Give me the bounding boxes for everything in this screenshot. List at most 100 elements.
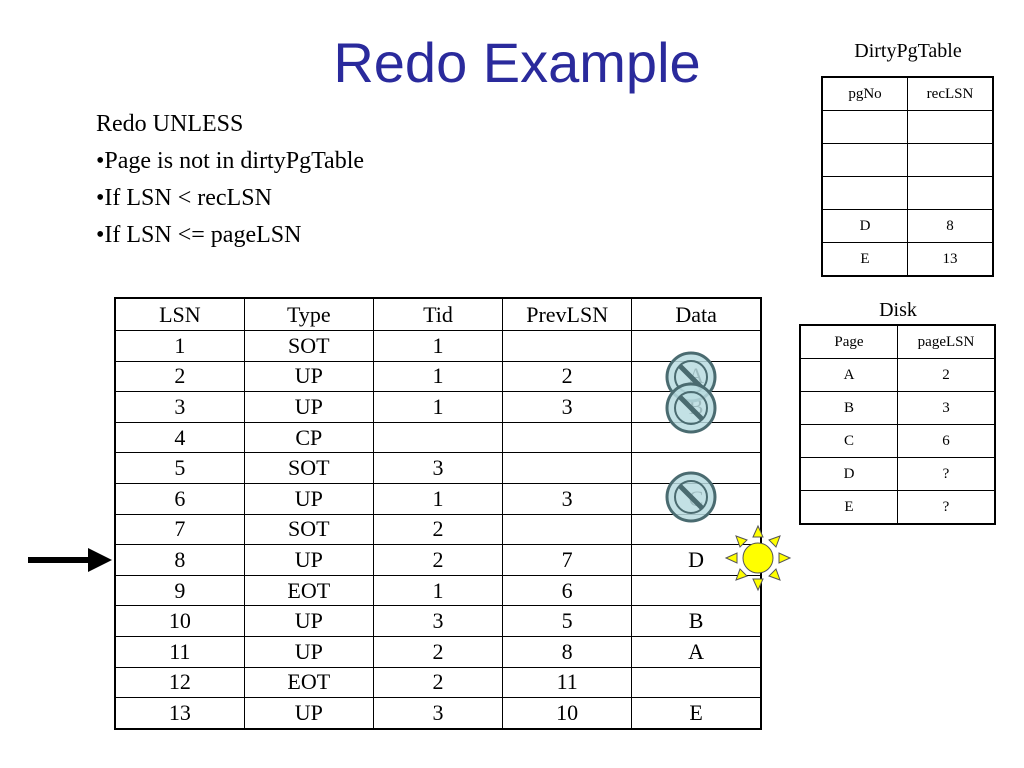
column-header: PrevLSN <box>502 297 633 331</box>
page-cell: E <box>799 490 898 525</box>
page-cell: A <box>799 358 898 392</box>
tid-cell: 3 <box>372 697 504 730</box>
column-header: Data <box>631 297 762 331</box>
column-header: recLSN <box>907 76 994 111</box>
current-record-arrow-icon <box>28 548 112 572</box>
type-cell: SOT <box>243 330 374 362</box>
type-cell: EOT <box>243 666 374 699</box>
tid-cell: 1 <box>372 574 504 607</box>
type-cell: UP <box>243 391 374 423</box>
pagelsn-cell: ? <box>897 490 996 525</box>
data-cell <box>631 421 762 454</box>
prevlsn-cell <box>502 452 633 484</box>
data-cell: E <box>631 697 762 730</box>
lsn-cell: 6 <box>114 482 245 515</box>
column-header: Tid <box>372 297 504 331</box>
tid-cell: 1 <box>372 391 504 423</box>
pgno-cell: E <box>821 242 908 277</box>
type-cell: CP <box>243 421 374 454</box>
prevlsn-cell: 6 <box>502 574 633 607</box>
tid-cell: 3 <box>372 605 504 637</box>
dpt-header-row: pgNo recLSN <box>821 76 994 111</box>
column-header: LSN <box>114 297 245 331</box>
dirty-page-table-caption: DirtyPgTable <box>854 40 962 62</box>
rule-heading: Redo UNLESS <box>96 111 244 137</box>
lsn-cell: 2 <box>114 360 245 393</box>
lsn-cell: 11 <box>114 635 245 668</box>
pgno-cell <box>821 143 908 177</box>
redo-rules: Redo UNLESS •Page is not in dirtyPgTable… <box>96 106 364 254</box>
column-header: pgNo <box>821 76 908 111</box>
data-cell <box>631 452 762 484</box>
data-cell <box>631 666 762 699</box>
prevlsn-cell: 5 <box>502 605 633 637</box>
type-cell: EOT <box>243 574 374 607</box>
data-cell: C <box>631 482 762 515</box>
pgno-cell: D <box>821 209 908 243</box>
pagelsn-cell: 6 <box>897 424 996 458</box>
prevlsn-cell: 2 <box>502 360 633 393</box>
table-row: D? <box>799 457 996 491</box>
pagelsn-cell: 3 <box>897 391 996 425</box>
prevlsn-cell: 11 <box>502 666 633 699</box>
disk-caption: Disk <box>879 299 917 321</box>
prevlsn-cell <box>502 513 633 546</box>
tid-cell: 2 <box>372 544 504 576</box>
data-cell <box>631 330 762 362</box>
type-cell: UP <box>243 544 374 576</box>
reclsn-cell <box>907 143 994 177</box>
prevlsn-cell: 3 <box>502 482 633 515</box>
pgno-cell <box>821 110 908 144</box>
pgno-cell <box>821 176 908 210</box>
prevlsn-cell: 10 <box>502 697 633 730</box>
tid-cell: 1 <box>372 482 504 515</box>
lsn-cell: 3 <box>114 391 245 423</box>
tid-cell: 3 <box>372 452 504 484</box>
type-cell: SOT <box>243 452 374 484</box>
type-cell: UP <box>243 360 374 393</box>
table-row <box>821 143 994 177</box>
lsn-cell: 9 <box>114 574 245 607</box>
tid-cell: 1 <box>372 360 504 393</box>
table-row <box>821 110 994 144</box>
lsn-cell: 4 <box>114 421 245 454</box>
lsn-cell: 7 <box>114 513 245 546</box>
lsn-cell: 12 <box>114 666 245 699</box>
prevlsn-cell: 7 <box>502 544 633 576</box>
lsn-cell: 5 <box>114 452 245 484</box>
pagelsn-cell: ? <box>897 457 996 491</box>
slide-title: Redo Example <box>333 31 701 94</box>
type-cell: UP <box>243 697 374 730</box>
prevlsn-cell: 8 <box>502 635 633 668</box>
type-cell: UP <box>243 482 374 515</box>
disk-header-row: Page pageLSN <box>799 324 996 359</box>
pagelsn-cell: 2 <box>897 358 996 392</box>
data-cell: A <box>631 360 762 393</box>
column-header: Type <box>243 297 374 331</box>
reclsn-cell: 8 <box>907 209 994 243</box>
table-row <box>821 176 994 210</box>
rule-item: •Page is not in dirtyPgTable <box>96 148 365 174</box>
lsn-cell: 10 <box>114 605 245 637</box>
data-cell: B <box>631 391 762 423</box>
type-cell: UP <box>243 605 374 637</box>
tid-cell <box>372 421 504 454</box>
log-header-row: LSN Type Tid PrevLSN Data <box>114 297 762 331</box>
